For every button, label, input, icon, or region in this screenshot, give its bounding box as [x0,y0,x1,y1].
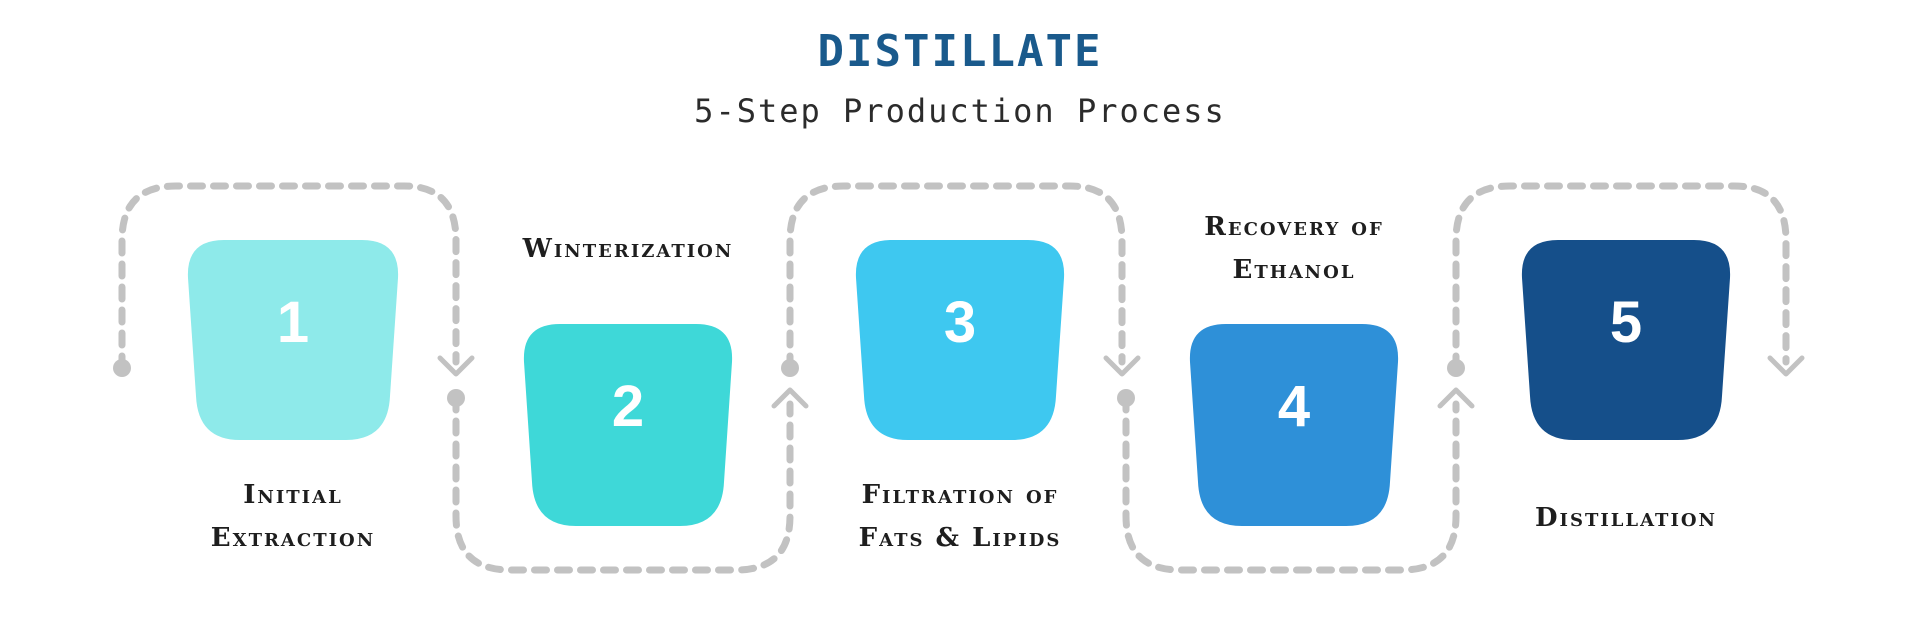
step-3-label: Filtration of Fats & Lipids [830,474,1090,560]
dot-icon [113,359,131,377]
chevron-up-icon [771,387,809,409]
chevron-down-icon [437,355,475,377]
step-1-number: 1 [277,290,309,355]
page-subtitle: 5-Step Production Process [694,92,1226,130]
chevron-down-icon [1767,355,1805,377]
step-2-label-line: Winterization [522,234,734,264]
connector-path [118,182,460,372]
step-3-label-line: Fats & Lipids [858,523,1062,553]
step-5-number: 5 [1610,290,1642,355]
step-1-label: Initial Extraction [173,474,413,560]
page-title: DISTILLATE [817,26,1103,77]
step-4-label: Recovery of Ethanol [1164,206,1424,292]
step-2-label: Winterization [478,228,778,271]
dot-icon [447,389,465,407]
step-4-label-line: Ethanol [1232,255,1356,285]
connector-path [452,394,794,574]
dot-icon [1117,389,1135,407]
step-2-box: 2 [523,324,733,526]
step-2-number: 2 [612,374,644,439]
step-5-label: Distillation [1502,497,1750,540]
step-4-box: 4 [1189,324,1399,526]
step-3-number: 3 [944,290,976,355]
step-5-box: 5 [1521,240,1731,440]
step-1-label-line: Initial [243,480,343,510]
step-5-label-line: Distillation [1534,503,1718,533]
step-1-label-line: Extraction [210,523,376,553]
step-3-label-line: Filtration of [861,480,1059,510]
step-4-number: 4 [1278,374,1310,439]
dot-icon [781,359,799,377]
step-3-box: 3 [855,240,1065,440]
connector-path [1452,182,1790,372]
chevron-down-icon [1103,355,1141,377]
dot-icon [1447,359,1465,377]
connector-path [1122,394,1460,574]
step-1-box: 1 [187,240,399,440]
chevron-up-icon [1437,387,1475,409]
connector-path [786,182,1126,372]
step-4-label-line: Recovery of [1204,212,1384,242]
